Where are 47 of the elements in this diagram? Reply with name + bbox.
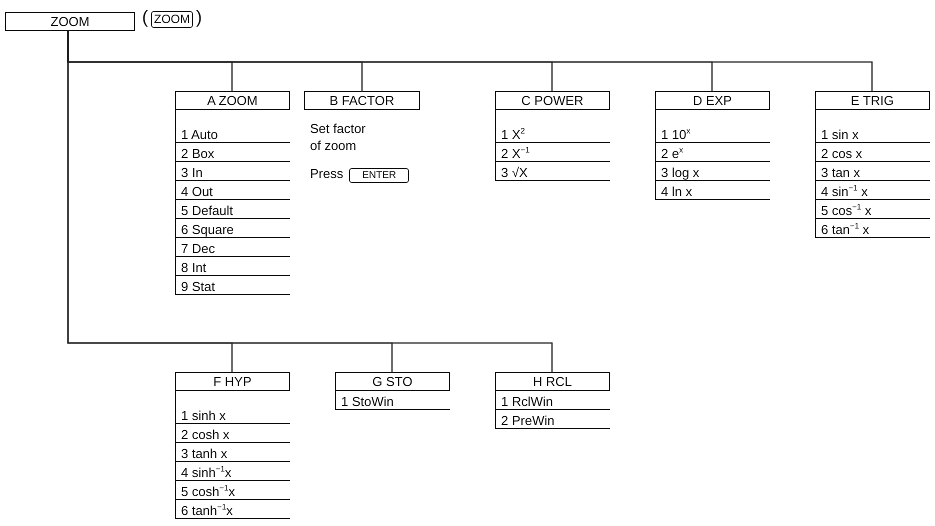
menu-item: 2 X$^{−1}$ — [496, 143, 610, 162]
menu-item: 1 Auto — [176, 124, 290, 143]
menu-header: A ZOOM — [174, 91, 290, 110]
menu-item: 3 log x — [656, 162, 770, 181]
instruction-text: Press — [310, 166, 344, 181]
menu-item: 5 Default — [176, 200, 290, 219]
description-text: Set factor of zoom — [309, 120, 367, 154]
parenthesis: ( — [142, 7, 148, 27]
menu-item: 1 sinh x — [176, 405, 290, 424]
menu-item: 1 10$^{x}$ — [656, 124, 770, 143]
menu-item: 2 Box — [176, 143, 290, 162]
menu-item: 6 tan$^{−1}$ x — [816, 219, 930, 238]
menu-item: 2 e$^{x}$ — [656, 143, 770, 162]
menu-item: 7 Dec — [176, 238, 290, 257]
menu-item: 2 PreWin — [496, 410, 610, 429]
menu-item: 3 √X — [496, 162, 610, 181]
menu-item: 3 tanh x — [176, 443, 290, 462]
menu-header: C POWER — [494, 91, 610, 110]
menu-item: 5 cosh$^{−1}$x — [176, 481, 290, 500]
menu-item: 2 cos x — [816, 143, 930, 162]
menu-item: 4 Out — [176, 181, 290, 200]
menu-header: F HYP — [174, 372, 290, 391]
menu-item: 4 sin$^{−1}$ x — [816, 181, 930, 200]
menu-header: B FACTOR — [304, 91, 420, 110]
menu-item: 2 cosh x — [176, 424, 290, 443]
key-label: ENTER — [349, 168, 410, 183]
menu-item: 5 cos$^{−1}$ x — [816, 200, 930, 219]
menu-item: 1 StoWin — [336, 391, 450, 410]
menu-header: G STO — [334, 372, 450, 391]
menu-item: 6 Square — [176, 219, 290, 238]
menu-item: 6 tanh$^{−1}$x — [176, 500, 290, 519]
menu-item: 4 sinh$^{−1}$x — [176, 462, 290, 481]
menu-item: 4 ln x — [656, 181, 770, 200]
menu-item: 3 In — [176, 162, 290, 181]
menu-header: D EXP — [654, 91, 770, 110]
menu-item: 1 sin x — [816, 124, 930, 143]
menu-item: 3 tan x — [816, 162, 930, 181]
menu-item: 1 RclWin — [496, 391, 610, 410]
menu-item: 1 X$^{2}$ — [496, 124, 610, 143]
menu-header: ZOOM — [5, 12, 135, 31]
menu-item: 9 Stat — [176, 276, 290, 295]
key-label: ZOOM — [151, 11, 193, 28]
parenthesis: ) — [196, 7, 202, 27]
menu-item: 8 Int — [176, 257, 290, 276]
menu-header: E TRIG — [814, 91, 930, 110]
connector-line — [67, 31, 553, 372]
menu-header: H RCL — [494, 372, 610, 391]
